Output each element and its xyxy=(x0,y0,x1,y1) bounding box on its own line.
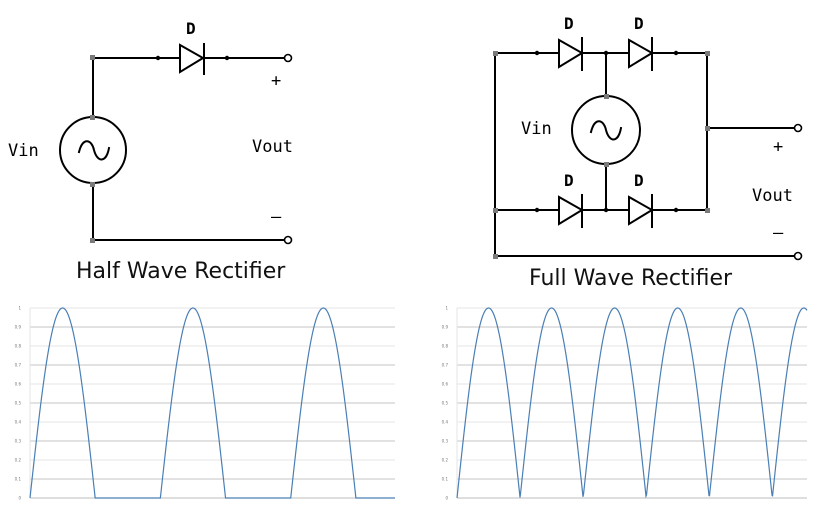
half-wave-circuit: Vin D + – Vout Half Wave Rectifier xyxy=(8,19,293,284)
diode-icon xyxy=(628,38,654,69)
output-terminal-positive xyxy=(283,53,293,63)
y-tick-label: 0 xyxy=(18,496,21,501)
diode-label: D xyxy=(634,171,644,190)
node xyxy=(90,115,95,120)
y-tick-label: 0.2 xyxy=(442,458,449,463)
node xyxy=(705,51,710,56)
node xyxy=(604,162,609,167)
vout-label: Vout xyxy=(752,186,793,206)
output-terminal-positive xyxy=(793,123,803,133)
junction-dot xyxy=(603,207,609,213)
y-tick-label: 0.7 xyxy=(15,363,22,368)
node xyxy=(493,51,498,56)
vin-label: Vin xyxy=(521,119,552,139)
output-terminal-negative xyxy=(793,251,803,261)
junction-dot xyxy=(534,50,540,56)
diode-label: D xyxy=(564,171,574,190)
waveform-line xyxy=(456,307,808,499)
node xyxy=(604,94,609,99)
y-tick-label: 0 xyxy=(445,496,448,501)
node xyxy=(705,208,710,213)
y-tick-label: 0.8 xyxy=(442,344,449,349)
y-tick-label: 0.6 xyxy=(15,382,22,387)
full-wave-caption: Full Wave Rectifier xyxy=(529,266,733,291)
vin-label: Vin xyxy=(8,141,39,161)
y-tick-label: 0.8 xyxy=(15,344,22,349)
y-tick-label: 0.2 xyxy=(15,458,22,463)
diode-icon xyxy=(179,43,205,74)
ac-sine-icon xyxy=(589,120,623,141)
y-tick-label: 0.7 xyxy=(442,363,449,368)
diode-label: D xyxy=(564,14,574,33)
half-wave-chart: 0 0.1 0.2 0.3 0.4 0.5 0.6 0.7 0.8 0.9 1 xyxy=(15,306,395,501)
y-tick-label: 1 xyxy=(18,306,21,311)
plus-label: + xyxy=(271,71,281,91)
y-tick-label: 0.3 xyxy=(442,439,449,444)
junction-dot xyxy=(673,207,679,213)
node xyxy=(90,55,95,60)
vout-label: Vout xyxy=(252,137,293,157)
full-wave-circuit: Vin D D D D + – Vout Full Wa xyxy=(493,14,803,291)
node xyxy=(493,254,498,259)
y-tick-label: 0.6 xyxy=(442,382,449,387)
minus-label: – xyxy=(271,207,282,227)
node xyxy=(493,208,498,213)
diode-label: D xyxy=(634,14,644,33)
y-tick-label: 0.9 xyxy=(442,325,449,330)
y-tick-label: 0.9 xyxy=(15,325,22,330)
junction-dot xyxy=(224,55,230,61)
ac-sine-icon xyxy=(77,140,111,161)
waveform-line xyxy=(29,307,395,499)
y-tick-label: 0.4 xyxy=(442,420,449,425)
y-tick-label: 0.4 xyxy=(15,420,22,425)
junction-dot xyxy=(534,207,540,213)
y-tick-label: 0.5 xyxy=(15,401,22,406)
junction-dot xyxy=(603,50,609,56)
full-wave-chart: 0 0.1 0.2 0.3 0.4 0.5 0.6 0.7 0.8 0.9 1 xyxy=(442,306,808,501)
diode-icon xyxy=(558,195,584,226)
y-tick-label: 0.3 xyxy=(15,439,22,444)
output-terminal-negative xyxy=(283,235,293,245)
node xyxy=(90,182,95,187)
y-tick-label: 0.1 xyxy=(15,477,22,482)
diode-icon xyxy=(628,195,654,226)
minus-label: – xyxy=(773,223,784,243)
junction-dot xyxy=(673,50,679,56)
y-tick-label: 1 xyxy=(445,306,448,311)
plus-label: + xyxy=(773,137,783,157)
y-tick-label: 0.5 xyxy=(442,401,449,406)
diode-label: D xyxy=(186,19,196,38)
node xyxy=(705,126,710,131)
half-wave-caption: Half Wave Rectifier xyxy=(76,259,286,284)
junction-dot xyxy=(155,55,161,61)
node xyxy=(90,238,95,243)
diode-icon xyxy=(558,38,584,69)
y-tick-label: 0.1 xyxy=(442,477,449,482)
